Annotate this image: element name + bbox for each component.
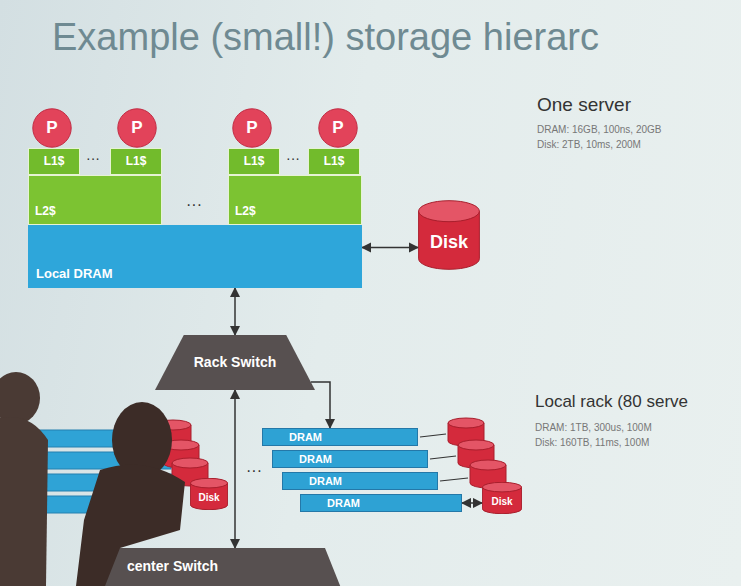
disk-cylinder: Disk [482, 482, 522, 514]
back-disk-stacks [155, 418, 506, 488]
node-label: L1$ [244, 155, 265, 168]
dram-bar: DRAM [300, 494, 462, 512]
person-hooded [76, 402, 185, 586]
node-label: L1$ [324, 155, 345, 168]
group-heading: Local rack (80 serve [535, 392, 688, 412]
l2-cache-box: L2$ [28, 175, 162, 225]
person-left [0, 372, 48, 586]
dram-bar: DRAM [272, 450, 428, 468]
node-label: Local DRAM [36, 267, 113, 281]
switch-trapezoid: Rack Switch [155, 335, 315, 390]
connector-line [234, 288, 236, 335]
node-label: P [332, 119, 343, 138]
processor-circle: P [117, 108, 157, 148]
ellipsis: ··· [86, 150, 100, 166]
l1-cache-box: L1$ [28, 148, 80, 175]
node-label: P [131, 119, 142, 138]
processor-circle: P [318, 108, 358, 148]
ellipsis: ··· [186, 196, 202, 214]
switch-trapezoid: center Switch [95, 548, 345, 586]
connector-line [462, 502, 482, 504]
node-label: Disk [198, 492, 219, 503]
disk-cylinder: Disk [418, 200, 480, 270]
node-label: P [46, 119, 57, 138]
dram-band: Local DRAM [28, 225, 362, 288]
spec-line: Disk: 160TB, 11ms, 100M [535, 437, 649, 449]
node-label: DRAM [327, 497, 360, 509]
connector-line [362, 247, 418, 249]
connector-line [234, 390, 236, 548]
left-rack-dram-bars [0, 430, 180, 513]
dram-bar: DRAM [282, 472, 438, 490]
ellipsis: ··· [246, 462, 262, 480]
node-label: Disk [430, 233, 468, 253]
spec-line: DRAM: 16GB, 100ns, 20GB [537, 124, 662, 136]
group-heading: One server [537, 94, 631, 116]
slide-title: Example (small!) storage hierarc [52, 16, 599, 60]
node-label: DRAM [299, 453, 332, 465]
spec-line: Disk: 2TB, 10ms, 200M [537, 139, 641, 151]
spec-line: DRAM: 1TB, 300us, 100M [535, 422, 652, 434]
processor-circle: P [232, 108, 272, 148]
disk-cylinder: Disk [190, 478, 228, 510]
node-label: L1$ [44, 155, 65, 168]
node-label: DRAM [309, 475, 342, 487]
l1-cache-box: L1$ [308, 148, 360, 175]
node-label: Disk [491, 496, 512, 507]
l1-cache-box: L1$ [110, 148, 162, 175]
node-label: P [246, 119, 257, 138]
node-label: center Switch [127, 559, 218, 574]
node-label: L2$ [235, 205, 256, 218]
node-label: L2$ [35, 205, 56, 218]
ellipsis: ··· [286, 150, 300, 166]
node-label: Rack Switch [194, 355, 276, 370]
l1-cache-box: L1$ [228, 148, 280, 175]
l2-cache-box: L2$ [228, 175, 362, 225]
processor-circle: P [32, 108, 72, 148]
node-label: L1$ [126, 155, 147, 168]
dram-bar: DRAM [262, 428, 418, 446]
node-label: DRAM [289, 431, 322, 443]
